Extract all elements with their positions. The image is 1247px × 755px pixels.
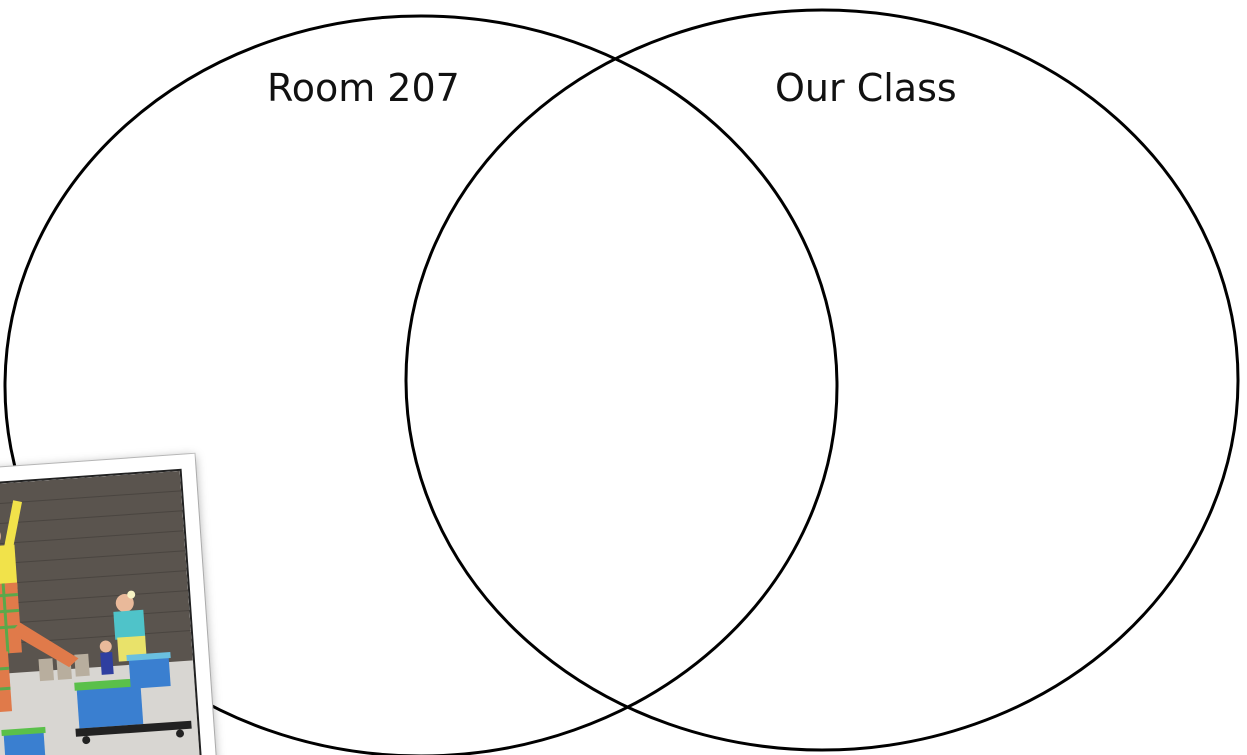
set-label-our-class: Our Class bbox=[775, 69, 957, 107]
circle-our-class bbox=[406, 10, 1238, 750]
photo-image bbox=[0, 469, 202, 755]
set-label-room-207: Room 207 bbox=[267, 69, 460, 107]
performance-photo bbox=[0, 454, 217, 755]
